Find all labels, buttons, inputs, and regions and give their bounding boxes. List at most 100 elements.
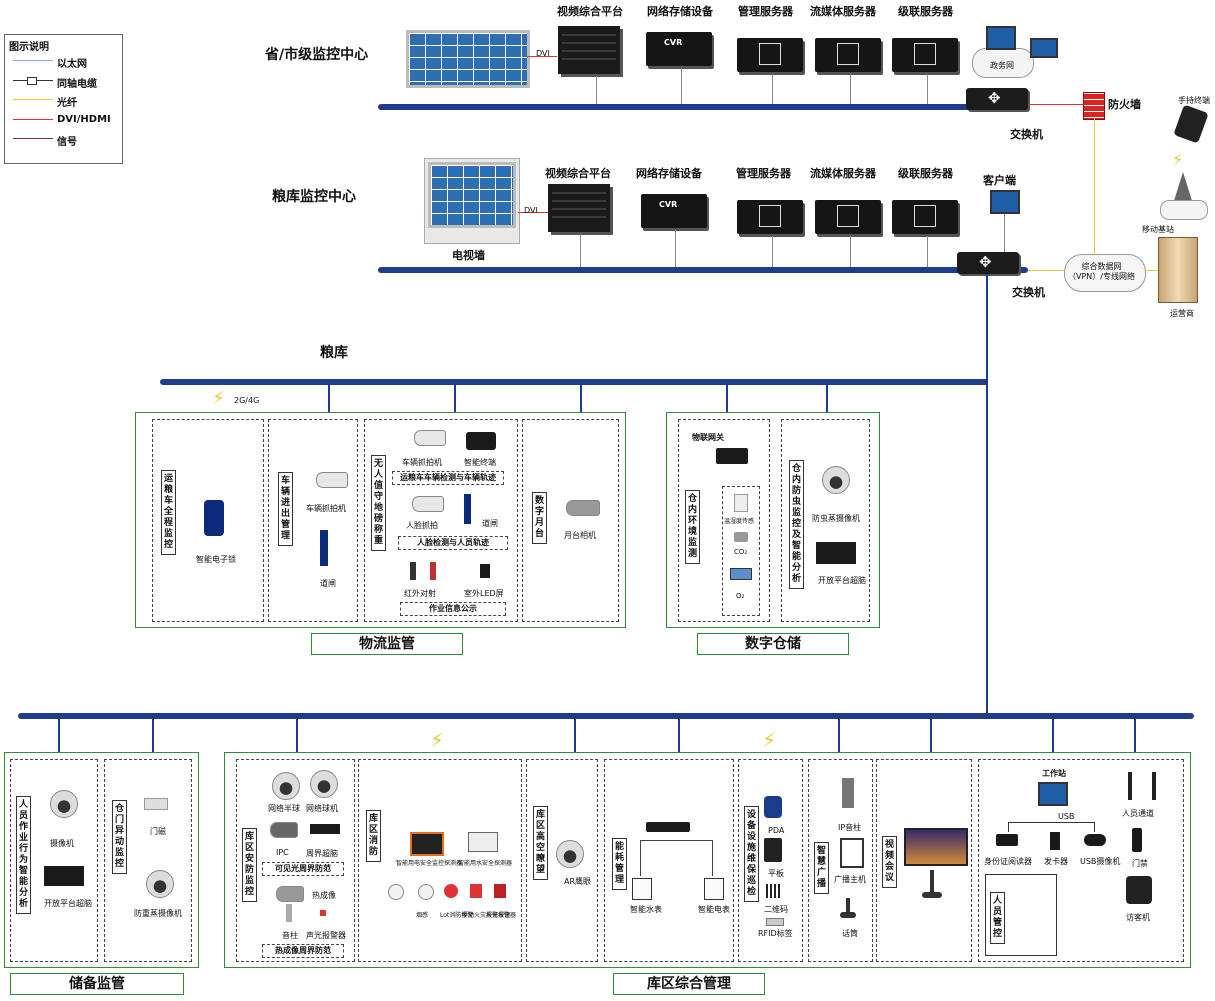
legend-item-fiber: 光纤	[57, 98, 77, 109]
fumigation-camera-icon	[146, 870, 174, 898]
depot-fire-d4: Lot消防报警	[440, 912, 474, 919]
operator-server-icon	[1158, 237, 1198, 303]
depot-energy-w: 智能水表	[630, 905, 662, 914]
ar-eagle-eye-icon	[556, 840, 584, 868]
depot-bus	[18, 713, 1194, 719]
depot-equip-title: 设备设施维保巡检	[744, 806, 759, 902]
center1-pc	[986, 26, 1016, 50]
base-station-cloud	[1160, 200, 1208, 220]
depot-sec-thermal: 热成像	[312, 891, 336, 900]
center2-dev-platform: 视频综合平台	[545, 167, 611, 180]
depot-sec-tag1: 可见光周界防范	[262, 862, 344, 876]
water-meter-icon	[632, 878, 652, 900]
depot-sec-bar: 音柱	[282, 931, 298, 940]
visitor-machine-icon	[1126, 876, 1152, 904]
logistics-caption: 物流监管	[311, 633, 463, 655]
center2-stream-server	[815, 200, 881, 234]
depot-fire-title: 库区消防	[366, 810, 381, 862]
center1-dev-mgmt: 管理服务器	[738, 5, 793, 18]
center1-cascade-server	[892, 38, 958, 72]
fumigation-camera-icon	[822, 466, 850, 494]
center1-dev-platform: 视频综合平台	[557, 5, 623, 18]
logistics-g2-gate: 道闸	[320, 579, 336, 588]
logistics-g3-title: 无人值守地磅称重	[371, 455, 386, 551]
digital-g1-gateway: 物联网关	[692, 433, 724, 442]
workstation-icon	[1038, 782, 1068, 806]
smoke-detector-icon	[418, 884, 434, 900]
logistics-g3-ir: 红外对射	[404, 589, 436, 598]
depot-equip-pda: PDA	[768, 826, 785, 835]
center2-mgmt-server	[737, 200, 803, 234]
dome-camera-icon	[272, 772, 300, 800]
digital-g1-s3: O₂	[736, 592, 745, 600]
depot-sec-title: 库区安防监控	[242, 828, 257, 902]
depot-sec-dome: 网络半球	[268, 804, 300, 813]
signal-bolt-icon: ⚡	[430, 728, 445, 752]
co2-sensor-icon	[734, 532, 748, 542]
dock-camera-icon	[566, 500, 600, 516]
depot-equip-pad: 平板	[768, 869, 784, 878]
smart-lock-icon	[204, 500, 224, 536]
depot-ar-title: 库区高空瞭望	[533, 806, 548, 880]
signal-bolt-icon: ⚡	[1172, 150, 1184, 169]
depot-sec-ptz: 网络球机	[306, 804, 338, 813]
depot-bc-mic: 话筒	[842, 929, 858, 938]
depot-equip-rfid: RFID标签	[758, 929, 793, 938]
lot-alarm-icon	[444, 884, 458, 898]
microphone-icon	[846, 898, 850, 914]
digital-caption: 数字仓储	[697, 633, 849, 655]
logistics-g3-led: 室外LED屏	[464, 589, 504, 598]
network-label: 综合数据网 （VPN）/专线网络	[1068, 262, 1135, 281]
legend-item-ethernet: 以太网	[57, 59, 87, 70]
depot-staff-id: 身份证阅读器	[984, 857, 1032, 866]
center1-dev-cascade: 级联服务器	[898, 5, 953, 18]
center2-bus	[378, 267, 1028, 273]
door-magnet-icon	[144, 798, 168, 810]
smart-terminal-icon	[466, 432, 496, 450]
logistics-g2-title: 车辆进出管理	[278, 472, 293, 546]
center1-dvi: DVI	[536, 49, 550, 58]
depot-group	[224, 752, 1191, 968]
granary-bus	[160, 379, 988, 385]
logistics-g3-face: 人脸抓拍	[406, 521, 438, 530]
logistics-g1-title: 运粮车全程监控	[161, 470, 176, 555]
depot-staff-cam: USB摄像机	[1080, 857, 1121, 866]
broadcast-host-icon	[840, 838, 864, 868]
firewall-label: 防火墙	[1108, 98, 1141, 111]
vehicle-camera-icon	[316, 472, 348, 488]
smoke-detector-icon	[388, 884, 404, 900]
logistics-g4-title: 数字月台	[532, 492, 547, 544]
depot-staff-door: 门禁	[1132, 859, 1148, 868]
depot-staff-card: 发卡器	[1044, 857, 1068, 866]
digital-g2-nvr: 开放平台超脑	[818, 576, 866, 585]
sound-column-icon	[286, 904, 292, 922]
depot-fire-d3: 烟感	[416, 912, 429, 919]
thermal-camera-icon	[276, 886, 304, 902]
depot-energy-e: 智能电表	[698, 905, 730, 914]
logistics-g3-cam: 车辆抓拍机	[402, 458, 442, 467]
logistics-g3-terminal: 智能终端	[464, 458, 496, 467]
alarm-icon	[320, 910, 326, 916]
depot-bc-host: 广播主机	[834, 875, 866, 884]
legend-box: 图示说明 以太网 同轴电缆 光纤 DVI/HDMI 信号	[4, 34, 123, 164]
reserve-g1-nvr: 开放平台超脑	[44, 899, 92, 908]
center2-cvr: CVR	[641, 194, 707, 228]
base-station-label: 移动基站	[1142, 225, 1174, 234]
nvr-icon	[44, 866, 84, 886]
logistics-g3-tag2: 人脸检测与人员轨迹	[398, 536, 508, 550]
depot-caption: 库区综合管理	[613, 973, 765, 995]
center1-dev-storage: 网络存储设备	[647, 5, 713, 18]
nvr-icon	[310, 824, 340, 834]
face-camera-icon	[412, 496, 444, 512]
access-control-icon	[1132, 828, 1142, 852]
digital-g1-s2: CO₂	[734, 548, 748, 556]
reserve-caption: 储备监管	[10, 973, 184, 995]
center2-platform	[548, 184, 610, 232]
digital-g1-title: 仓内环境监测	[685, 490, 700, 564]
qr-code-icon	[766, 884, 780, 898]
center1-switch	[966, 88, 1028, 110]
pda-icon	[764, 796, 782, 818]
ptz-camera-icon	[310, 770, 338, 798]
signal-bolt-icon: ⚡	[762, 728, 777, 752]
fire-alarm-icon	[494, 884, 506, 898]
